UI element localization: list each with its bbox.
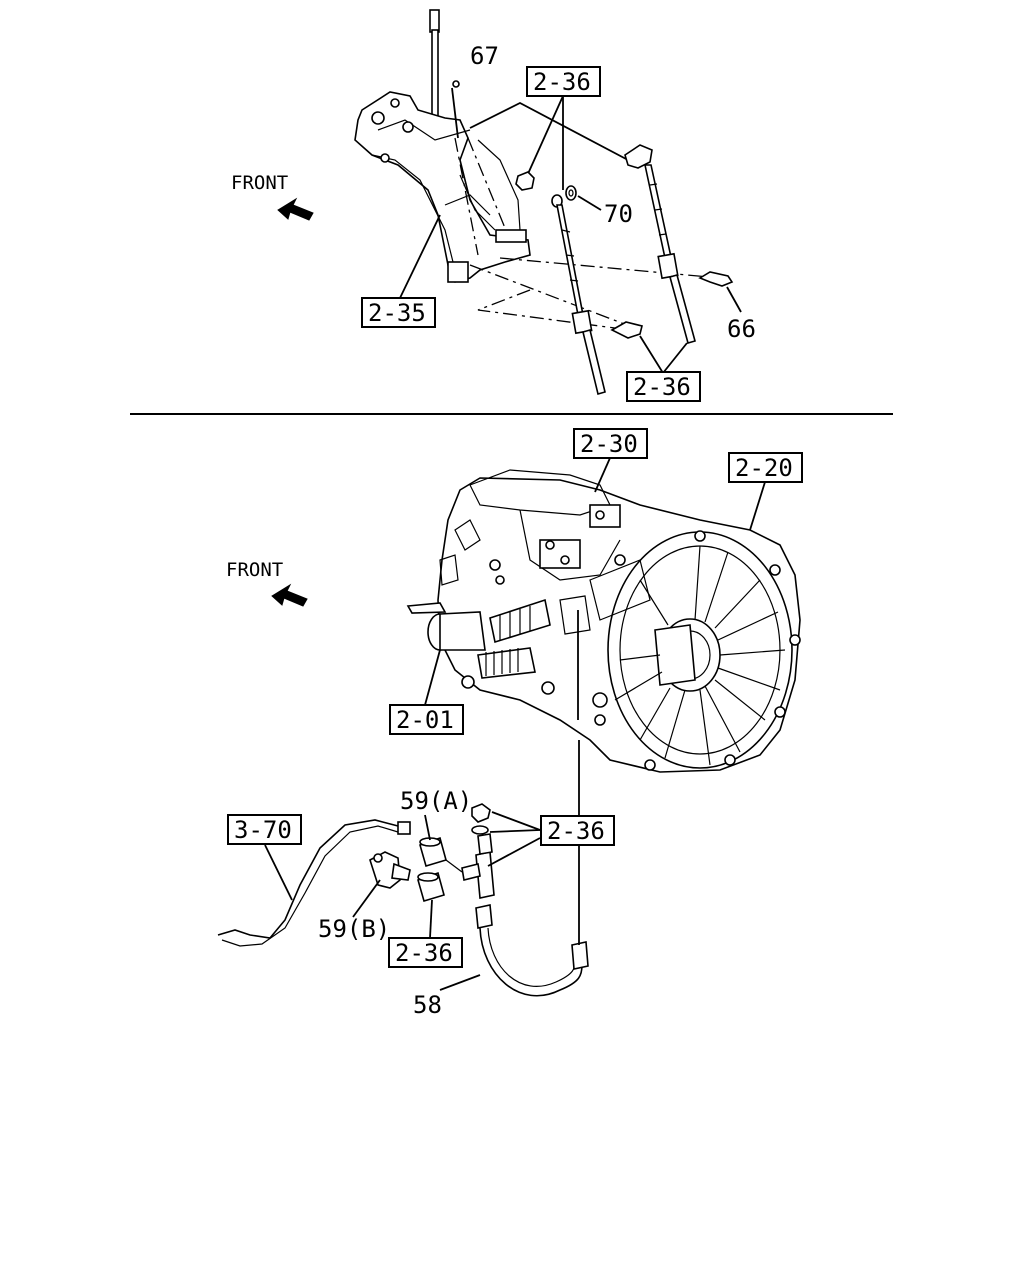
callout-59a: 59(A) bbox=[400, 787, 472, 815]
ref-box-2-36-low bbox=[388, 937, 463, 968]
callout-58: 58 bbox=[413, 991, 442, 1019]
front-arrow-icon bbox=[277, 197, 314, 221]
callout-66: 66 bbox=[727, 315, 756, 343]
ref-2-36-bottom: 2-36 bbox=[633, 373, 691, 401]
ref-2-36-mid: 2-36 bbox=[547, 817, 605, 845]
ref-box-2-36-mid bbox=[540, 815, 615, 846]
tee-fitting bbox=[445, 833, 495, 899]
ref-2-01: 2-01 bbox=[396, 706, 454, 734]
cable-nut bbox=[515, 171, 535, 191]
washer-70 bbox=[565, 185, 577, 201]
ref-box-2-01 bbox=[389, 704, 464, 735]
ref-2-35: 2-35 bbox=[368, 299, 426, 327]
top-section: FRONT bbox=[231, 9, 756, 402]
ref-2-36-top: 2-36 bbox=[533, 68, 591, 96]
elbow-fitting-59b bbox=[369, 851, 411, 889]
breather-hose bbox=[217, 819, 411, 947]
ref-box-2-30 bbox=[573, 428, 648, 459]
ref-2-36-low: 2-36 bbox=[395, 939, 453, 967]
front-label-top: FRONT bbox=[231, 172, 288, 194]
ref-box-2-20 bbox=[728, 452, 803, 483]
clip-66 bbox=[610, 271, 734, 339]
sleeve-59a bbox=[419, 836, 447, 867]
transmission bbox=[406, 469, 801, 773]
callout-70: 70 bbox=[604, 200, 633, 228]
ref-2-30: 2-30 bbox=[580, 430, 638, 458]
shift-cable-left bbox=[551, 194, 606, 395]
ref-box-3-70 bbox=[227, 814, 302, 845]
ref-2-20: 2-20 bbox=[735, 454, 793, 482]
ref-box-2-36-top bbox=[526, 66, 601, 97]
front-label-bottom: FRONT bbox=[226, 559, 283, 581]
front-arrow-icon bbox=[271, 583, 308, 607]
callout-67: 67 bbox=[470, 42, 499, 70]
ref-3-70: 3-70 bbox=[234, 816, 292, 844]
ref-box-2-36-bottom bbox=[626, 371, 701, 402]
bottom-section: FRONT bbox=[217, 428, 803, 1019]
nut-washer bbox=[471, 803, 491, 835]
hose-58 bbox=[475, 904, 589, 997]
ref-box-2-35 bbox=[361, 297, 436, 328]
shift-lever bbox=[354, 9, 531, 283]
sleeve-2-36 bbox=[417, 871, 445, 902]
callout-59b: 59(B) bbox=[318, 915, 390, 943]
shift-cable-right bbox=[624, 144, 696, 344]
